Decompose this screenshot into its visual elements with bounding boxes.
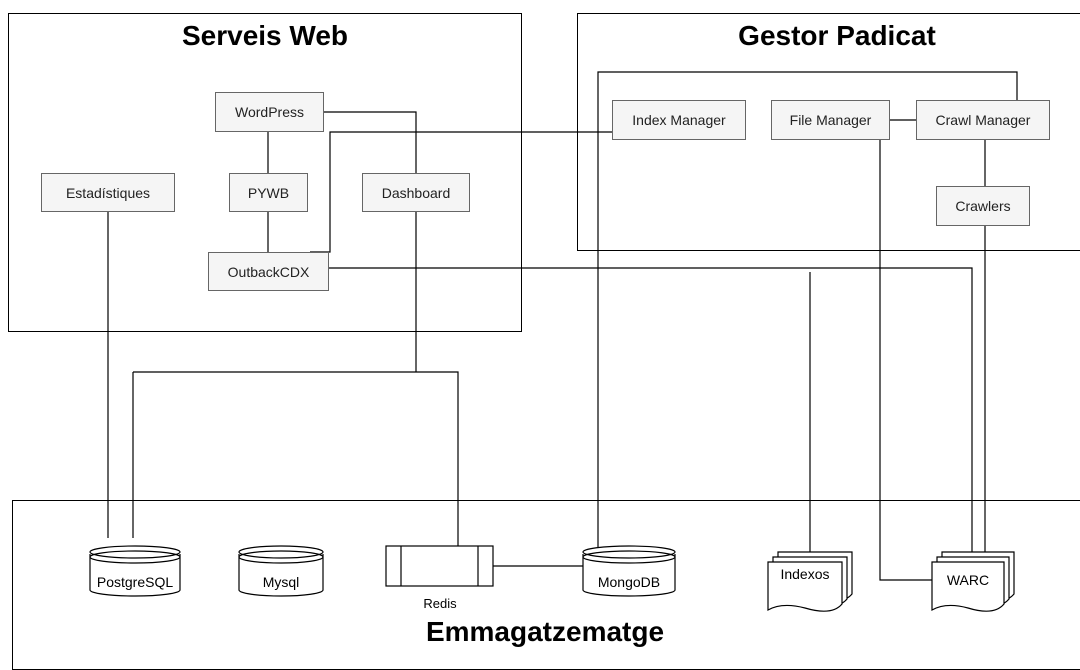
redis-label: Redis bbox=[423, 596, 457, 611]
crawlers-node: Crawlers bbox=[936, 186, 1030, 226]
indexos-label: Indexos bbox=[780, 566, 830, 582]
filemanager-warc-link bbox=[879, 140, 932, 581]
redis-trunk-link bbox=[133, 371, 459, 546]
diagram-canvas bbox=[89, 71, 1018, 612]
postgresql-cylinder-icon bbox=[89, 545, 181, 597]
mysql-label: Mysql bbox=[262, 574, 300, 590]
mysql-cylinder-icon bbox=[238, 545, 324, 597]
mongodb-label: MongoDB bbox=[597, 574, 661, 590]
crawl-manager-node: Crawl Manager bbox=[916, 100, 1050, 140]
dashboard-node: Dashboard bbox=[362, 173, 470, 212]
file-manager-node: File Manager bbox=[771, 100, 890, 140]
emmagatzematge-title: Emmagatzematge bbox=[425, 616, 665, 647]
connectors bbox=[107, 71, 1018, 581]
gestor-padicat-container bbox=[577, 13, 1080, 251]
estadistiques-node: Estadístiques bbox=[41, 173, 175, 212]
serveis-web-container bbox=[8, 13, 522, 332]
gestor-padicat-title: Gestor Padicat bbox=[738, 20, 936, 51]
index-manager-node: Index Manager bbox=[612, 100, 746, 140]
outbackcdx-warc-link bbox=[329, 267, 973, 570]
outbackcdx-node: OutbackCDX bbox=[208, 252, 329, 291]
serveis-web-title: Serveis Web bbox=[181, 20, 349, 51]
pywb-node: PYWB bbox=[229, 173, 308, 212]
warc-label: WARC bbox=[946, 572, 990, 588]
warc-documents-icon bbox=[931, 551, 1015, 612]
redis-queue-icon bbox=[385, 545, 494, 587]
gestor-inner-link bbox=[597, 71, 1018, 120]
wordpress-node: WordPress bbox=[215, 92, 324, 132]
wordpress-trunk-link bbox=[324, 111, 417, 372]
postgresql-label: PostgreSQL bbox=[96, 574, 174, 590]
mongodb-cylinder-icon bbox=[582, 545, 676, 597]
indexos-documents-icon bbox=[767, 551, 853, 612]
